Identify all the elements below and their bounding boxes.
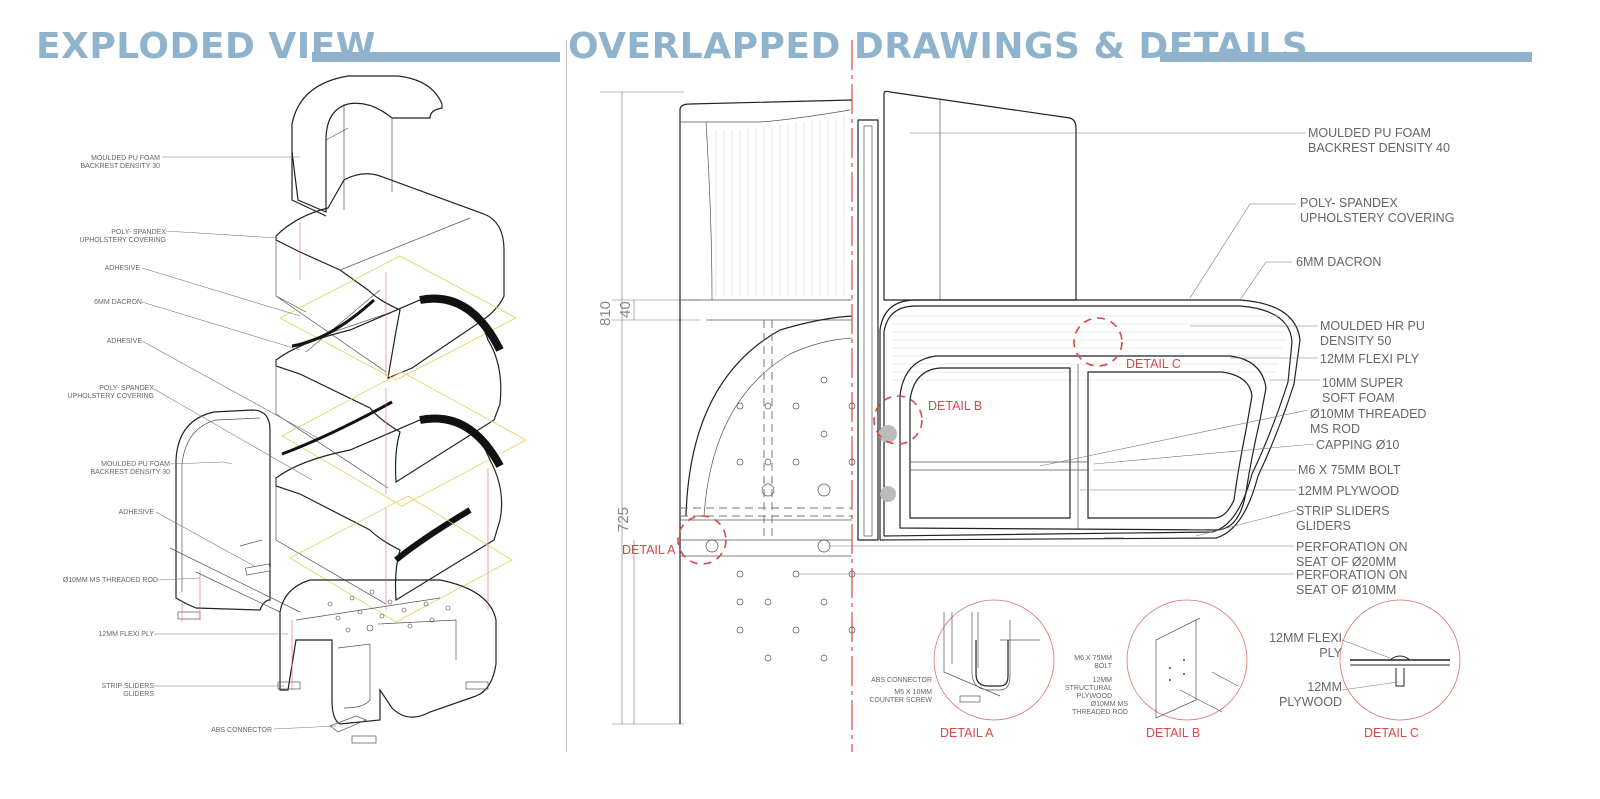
exploded-label-6: POLY- SPANDEX xyxy=(99,385,154,392)
overlap-label-9: M6 X 75MM BOLT xyxy=(1298,463,1401,477)
overlap-label-5: 12MM FLEXI PLY xyxy=(1320,352,1420,366)
front-view-drawing xyxy=(679,99,856,724)
detail-b-note-4: STRUCTURAL xyxy=(1065,685,1112,692)
panel-divider xyxy=(566,40,567,752)
detail-b-callout: DETAIL B xyxy=(928,399,982,413)
detail-c-note-3: 12MM xyxy=(1307,680,1342,694)
exploded-label-9: Ø10MM MS THREADED ROD xyxy=(63,577,158,584)
detail-c-marker xyxy=(1073,317,1123,367)
overlap-label-3: 6MM DACRON xyxy=(1296,255,1381,269)
detail-b-caption: DETAIL B xyxy=(1146,726,1200,740)
overlap-label-6: 10MM SUPER xyxy=(1322,376,1403,390)
detail-c-note-4: PLYWOOD xyxy=(1279,695,1342,709)
detail-a-note-3: COUNTER SCREW xyxy=(869,697,932,704)
exploded-label-7b: BACKREST DENSITY 30 xyxy=(91,469,171,476)
seat-perforations xyxy=(327,589,451,633)
overlap-label-11: STRIP SLIDERS xyxy=(1296,504,1390,518)
exploded-label-10: 12MM FLEXI PLY xyxy=(98,631,154,638)
exploded-label-8: ADHESIVE xyxy=(119,509,155,516)
detail-a-callout: DETAIL A xyxy=(622,543,676,557)
dimension-725: 725 xyxy=(615,507,632,532)
overlapped-heading-rule xyxy=(1160,52,1532,62)
exploded-labels: MOULDED PU FOAM BACKREST DENSITY 30 POLY… xyxy=(63,155,272,734)
overlap-label-13: PERFORATION ON xyxy=(1296,568,1408,582)
overlap-label-10: 12MM PLYWOOD xyxy=(1298,484,1399,498)
overlap-label-11b: GLIDERS xyxy=(1296,519,1351,533)
exploded-label-11: STRIP SLIDERS xyxy=(102,683,155,690)
overlap-label-4b: DENSITY 50 xyxy=(1320,334,1391,348)
detail-c-note-1: 12MM FLEXI xyxy=(1269,631,1342,645)
exploded-label-7: MOULDED PU FOAM xyxy=(101,461,170,468)
exploded-label-2b: UPHOLSTERY COVERING xyxy=(80,237,167,244)
overlap-label-2b: UPHOLSTERY COVERING xyxy=(1300,211,1454,225)
detail-b-note-2: BOLT xyxy=(1094,663,1112,670)
exploded-label-1: MOULDED PU FOAM xyxy=(91,155,160,162)
detail-b-note-5: PLYWOOD xyxy=(1077,693,1112,700)
exploded-label-12: ABS CONNECTOR xyxy=(211,727,272,734)
overlap-label-8: CAPPING Ø10 xyxy=(1316,438,1399,452)
dimension-lines xyxy=(600,91,700,725)
detail-c-caption: DETAIL C xyxy=(1364,726,1419,740)
exploded-label-4: 6MM DACRON xyxy=(94,299,142,306)
detail-b-note-7: THREADED ROD xyxy=(1072,709,1128,716)
exploded-label-1b: BACKREST DENSITY 30 xyxy=(81,163,161,170)
detail-a-note-1: ABS CONNECTOR xyxy=(871,677,932,684)
exploded-label-11b: GLIDERS xyxy=(123,691,154,698)
exploded-label-2: POLY- SPANDEX xyxy=(111,229,166,236)
detail-b-note-3: 12MM xyxy=(1093,677,1113,684)
detail-b-marker xyxy=(873,395,923,445)
detail-a-view: ABS CONNECTOR M5 X 10MM COUNTER SCREW DE… xyxy=(869,599,1055,740)
overlap-label-7b: MS ROD xyxy=(1310,422,1360,436)
exploded-view-drawing xyxy=(141,75,527,744)
overlap-label-13b: SEAT OF Ø10MM xyxy=(1296,583,1396,597)
dimension-810: 810 xyxy=(597,301,614,326)
overlap-label-1b: BACKREST DENSITY 40 xyxy=(1308,141,1450,155)
dimension-40: 40 xyxy=(617,301,634,318)
detail-c-callout: DETAIL C xyxy=(1126,357,1181,371)
overlap-label-12b: SEAT OF Ø20MM xyxy=(1296,555,1396,569)
overlap-label-12: PERFORATION ON xyxy=(1296,540,1408,554)
detail-b-view: M6 X 75MM BOLT 12MM STRUCTURAL PLYWOOD Ø… xyxy=(1065,599,1248,740)
overlap-label-1: MOULDED PU FOAM xyxy=(1308,126,1431,140)
detail-a-note-2: M5 X 10MM xyxy=(894,689,932,696)
exploded-label-5: ADHESIVE xyxy=(107,338,143,345)
exploded-heading-rule xyxy=(312,52,560,62)
side-section-drawing xyxy=(857,90,1301,541)
detail-c-note-2: PLY xyxy=(1319,646,1342,660)
detail-c-view: 12MM FLEXI PLY 12MM PLYWOOD DETAIL C xyxy=(1269,599,1461,740)
detail-b-note-1: M6 X 75MM xyxy=(1074,655,1112,662)
overlap-label-7: Ø10MM THREADED xyxy=(1310,407,1426,421)
detail-a-caption: DETAIL A xyxy=(940,726,994,740)
overlap-label-6b: SOFT FOAM xyxy=(1322,391,1395,405)
detail-b-note-6: Ø10MM MS xyxy=(1091,701,1129,708)
overlap-label-2: POLY- SPANDEX xyxy=(1300,196,1398,210)
detail-a-marker xyxy=(677,515,727,565)
overlap-label-4: MOULDED HR PU xyxy=(1320,319,1425,333)
exploded-label-3: ADHESIVE xyxy=(105,265,141,272)
overlap-labels: MOULDED PU FOAM BACKREST DENSITY 40 POLY… xyxy=(1296,126,1454,597)
exploded-label-6b: UPHOLSTERY COVERING xyxy=(68,393,155,400)
